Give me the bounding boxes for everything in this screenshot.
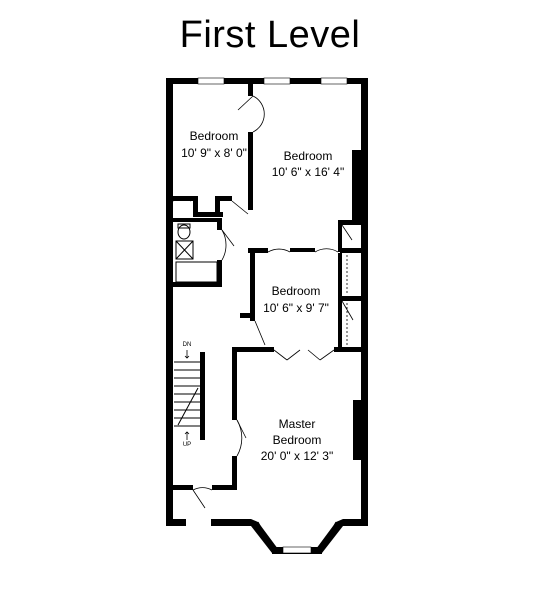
bedroom-3-label: Bedroom bbox=[272, 284, 321, 298]
bay-window bbox=[251, 519, 343, 554]
stairs-down-arrow-icon bbox=[184, 350, 190, 359]
master-bedroom-label: Master bbox=[279, 417, 316, 431]
bedroom-1-size: 10' 9" x 8' 0" bbox=[181, 146, 247, 160]
bedroom-1-label: Bedroom bbox=[190, 129, 239, 143]
floor-title: First Level bbox=[179, 14, 361, 56]
bedroom-2-label: Bedroom bbox=[284, 149, 333, 163]
stair-break-line bbox=[177, 387, 199, 426]
stairs-up-arrow-icon bbox=[184, 431, 190, 440]
bedroom-2-size: 10' 6" x 16' 4" bbox=[272, 165, 344, 179]
bedroom-3-size: 10' 6" x 9' 7" bbox=[263, 301, 329, 315]
stairs-up-label: UP bbox=[183, 442, 191, 448]
interior-walls bbox=[173, 84, 368, 490]
top-windows bbox=[197, 77, 348, 85]
stairs-down-label: DN bbox=[183, 342, 192, 348]
staircase bbox=[174, 361, 200, 427]
master-bedroom-label-2: Bedroom bbox=[273, 433, 322, 447]
bathroom-fixtures bbox=[175, 223, 218, 283]
doors bbox=[172, 95, 354, 509]
master-bedroom-size: 20' 0" x 12' 3" bbox=[261, 449, 333, 463]
